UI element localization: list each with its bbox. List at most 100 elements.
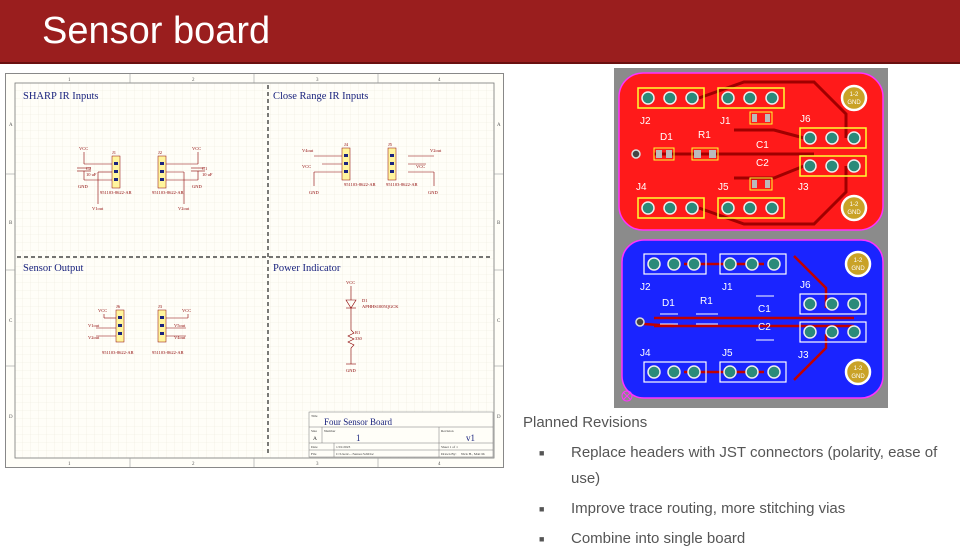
pcb-j3-top: [799, 155, 867, 177]
pcb-label-c2: C2: [756, 158, 769, 169]
pcb-label-j6: J6: [800, 280, 811, 291]
pcb-j1-top: [717, 87, 785, 109]
col-label: 1: [68, 462, 71, 467]
section-title-sharp-ir: SHARP IR Inputs: [23, 91, 98, 102]
vcc-label: VCC: [98, 308, 107, 313]
pcb-j2-bottom: [643, 253, 707, 275]
title-block-revision: v1: [466, 433, 475, 443]
pcb-r1-top: [691, 147, 719, 161]
sensor-output-circuit: [96, 314, 189, 337]
schematic-sheet: 1 2 3 4 1 2 3 4 A B C D A B C D SHARP IR…: [5, 73, 504, 468]
net-v1out: V1out: [88, 323, 100, 328]
mounting-hole: [844, 358, 872, 386]
gnd-hole-label: 1-2: [854, 258, 863, 264]
col-label: 2: [192, 78, 195, 83]
pcb-label-r1: R1: [700, 296, 713, 307]
cap-value-label: 10 uF: [202, 172, 213, 177]
row-label: B: [497, 221, 501, 226]
part-number: 951103-8622-AR: [344, 182, 376, 187]
cap-c2-label: C2: [86, 166, 91, 171]
title-block-date: 1/01/2023: [336, 445, 350, 449]
net-v4out: V4out: [302, 148, 314, 153]
row-label: D: [9, 415, 13, 420]
gnd-label: GND: [192, 184, 202, 189]
pcb-label-j3: J3: [798, 182, 809, 193]
section-title-sensor-output: Sensor Output: [23, 263, 83, 274]
revisions-heading: Planned Revisions: [523, 414, 648, 431]
pcb-drawing: J2 J1 J6 J3 J4 J5 D1 R1 C1 C2 1-2 GND 1-…: [618, 72, 884, 402]
pcb-label-j5: J5: [722, 348, 733, 359]
section-title-close-range: Close Range IR Inputs: [273, 91, 368, 102]
row-label: C: [9, 319, 13, 324]
title-block-drawn-by: Drawn By:: [441, 452, 456, 456]
vcc-label: VCC: [192, 146, 201, 151]
power-indicator-circuit: [345, 286, 357, 365]
section-title-power-indicator: Power Indicator: [273, 263, 341, 274]
mounting-hole: [840, 84, 868, 112]
via: [635, 317, 645, 327]
title-block-file-label: File: [311, 452, 317, 456]
row-label: A: [9, 123, 13, 128]
connector-j2-schematic: [157, 155, 167, 189]
col-label: 1: [68, 78, 71, 83]
led-part-number: APHHS1005QGCK: [362, 304, 399, 309]
resistor-value: 330: [355, 336, 363, 341]
square-bullet-icon: ■: [539, 504, 545, 514]
gnd-label: GND: [78, 184, 88, 189]
vcc-label: VCC: [79, 146, 88, 151]
title-block: [308, 411, 494, 458]
row-label: C: [497, 319, 501, 324]
close-range-circuit: [313, 155, 435, 186]
row-label: B: [9, 221, 13, 226]
sharp-ir-circuit: [77, 152, 205, 204]
part-number: 951103-8622-AR: [386, 182, 418, 187]
net-v2out: V2out: [88, 335, 100, 340]
part-number: 951103-8622-AR: [100, 190, 132, 195]
col-label: 4: [438, 78, 441, 83]
gnd-hole-label: GND: [847, 100, 861, 106]
vcc-label: VCC: [302, 164, 311, 169]
pcb-label-d1: D1: [660, 132, 673, 143]
pcb-label-j4: J4: [640, 348, 651, 359]
mounting-hole: [840, 194, 868, 222]
pcb-label-j6: J6: [800, 114, 811, 125]
vcc-label: VCC: [182, 308, 191, 313]
gnd-hole-label: GND: [851, 266, 865, 272]
revision-item: ■ Replace headers with JST connectors (p…: [523, 440, 960, 492]
pcb-j5-top: [717, 197, 785, 219]
gnd-hole-label: GND: [847, 210, 861, 216]
square-bullet-icon: ■: [539, 534, 545, 544]
title-block-sheet: Sheet 1 of 1: [441, 445, 458, 449]
pcb-label-j1: J1: [722, 282, 733, 293]
connector-j5-schematic: [387, 147, 397, 181]
connector-j3-schematic: [157, 309, 167, 343]
schematic-drawing: 1 2 3 4 1 2 3 4 A B C D A B C D SHARP IR…: [6, 74, 503, 467]
net-v4out: V4out: [174, 335, 186, 340]
gnd-hole-label: GND: [851, 374, 865, 380]
pcb-label-r1: R1: [698, 130, 711, 141]
revision-text: Replace headers with JST connectors (pol…: [571, 444, 938, 487]
net-v1out: V1out: [92, 206, 104, 211]
revision-item: ■ Improve trace routing, more stitching …: [523, 496, 960, 522]
ref-j1: J1: [112, 150, 116, 155]
net-v2out: V2out: [178, 206, 190, 211]
title-block-size-label: Size: [311, 429, 317, 433]
pcb-layout-view: J2 J1 J6 J3 J4 J5 D1 R1 C1 C2 1-2 GND 1-…: [614, 68, 888, 408]
title-block-authors: Nick H., Matt M.: [461, 452, 485, 457]
col-label: 4: [438, 462, 441, 467]
pcb-j4-top: [637, 197, 705, 219]
title-block-date-label: Date: [311, 445, 318, 449]
square-bullet-icon: ■: [539, 448, 545, 458]
row-label: A: [497, 123, 501, 128]
col-label: 2: [192, 462, 195, 467]
revision-text: Combine into single board: [571, 530, 746, 547]
pcb-d1-top: [653, 147, 675, 161]
title-block-title-label: Title: [311, 414, 318, 418]
ref-j4: J4: [344, 142, 349, 147]
pcb-j6-top: [799, 127, 867, 149]
pcb-label-j2: J2: [640, 282, 651, 293]
pcb-j2-top: [637, 87, 705, 109]
pcb-top-layer: J2 J1 J6 J3 J4 J5 D1 R1 C1 C2 1-2 GND 1-…: [618, 72, 884, 231]
pcb-c1-top: [749, 111, 773, 125]
ref-d1: D1: [362, 298, 368, 303]
